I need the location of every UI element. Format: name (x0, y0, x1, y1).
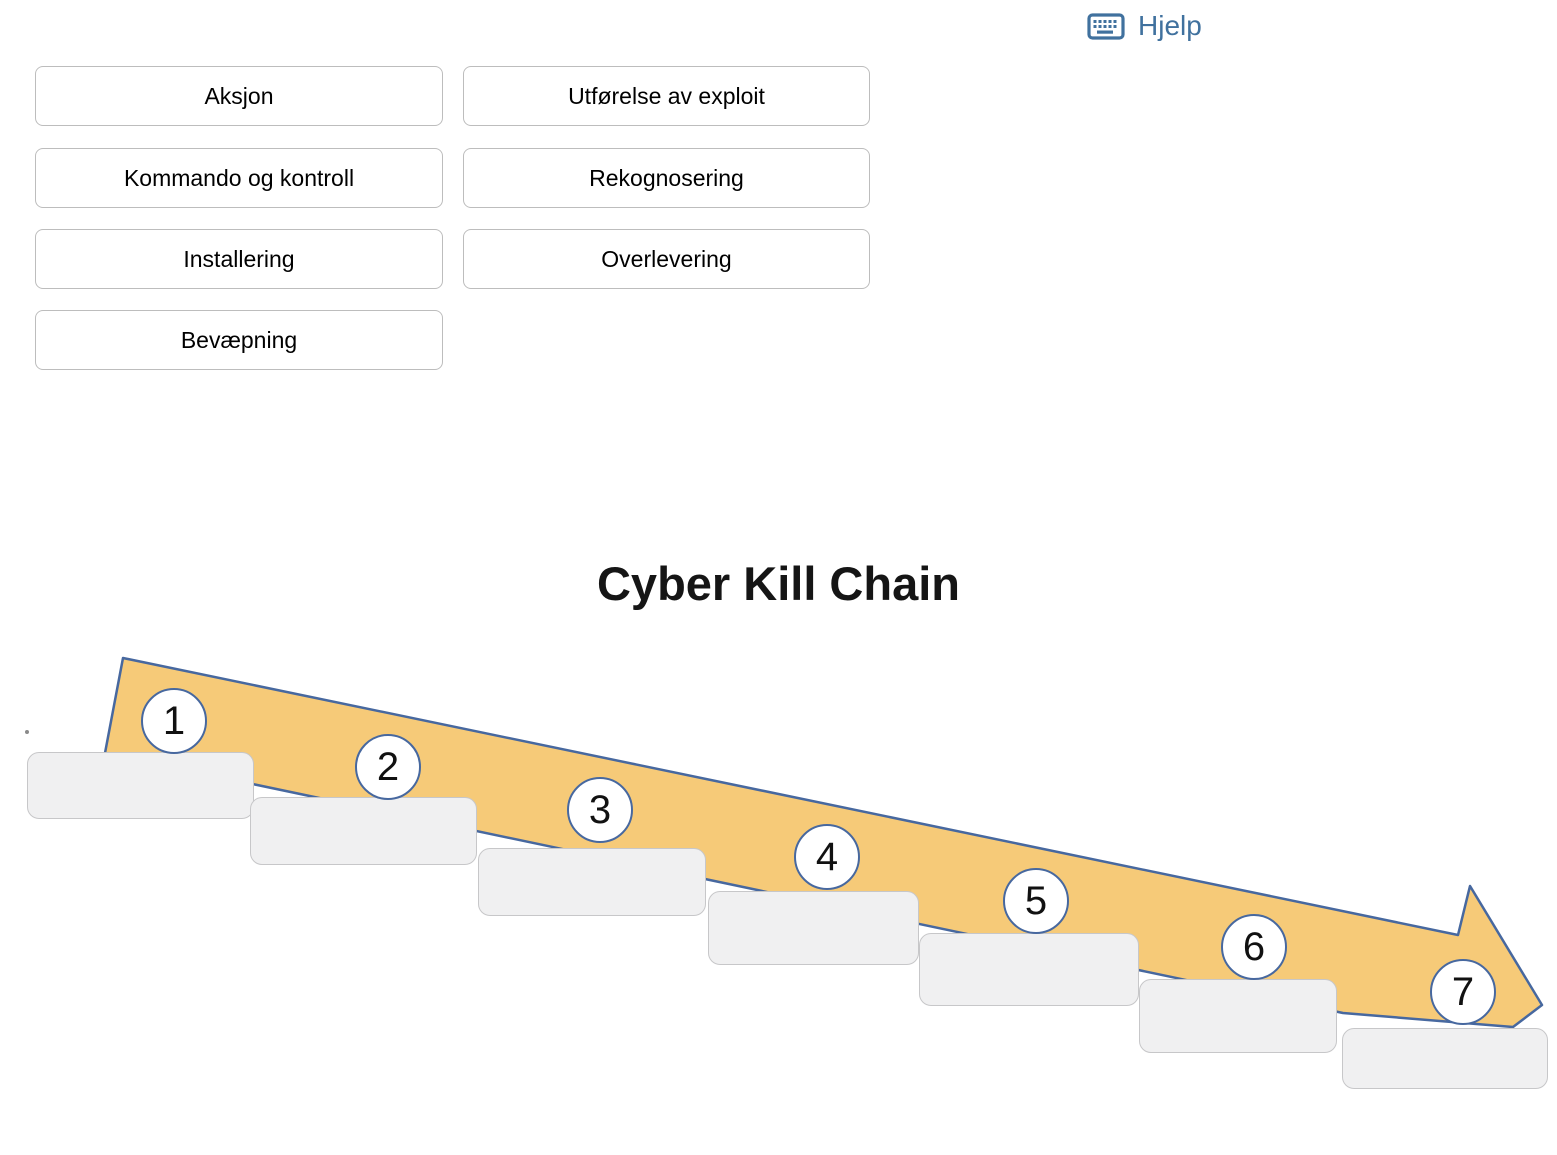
keyboard-icon (1087, 12, 1125, 40)
drop-zone-4[interactable] (708, 891, 919, 965)
word-bank-item-aksjon[interactable]: Aksjon (35, 66, 443, 126)
word-bank-item-rekognosering[interactable]: Rekognosering (463, 148, 870, 208)
drop-zone-1[interactable] (27, 752, 254, 819)
drop-zone-2[interactable] (250, 797, 477, 865)
drop-zone-7[interactable] (1342, 1028, 1548, 1089)
step-circle-7: 7 (1430, 959, 1496, 1025)
word-bank-item-installering[interactable]: Installering (35, 229, 443, 289)
drop-zone-5[interactable] (919, 933, 1139, 1006)
step-circle-5: 5 (1003, 868, 1069, 934)
stray-dot (25, 730, 29, 734)
word-bank-item-kommando-og-kontroll[interactable]: Kommando og kontroll (35, 148, 443, 208)
drop-zone-3[interactable] (478, 848, 706, 916)
step-circle-2: 2 (355, 734, 421, 800)
diagram-title: Cyber Kill Chain (596, 557, 960, 610)
step-circle-3: 3 (567, 777, 633, 843)
help-label: Hjelp (1138, 10, 1202, 41)
word-bank-item-utforelse-av-exploit[interactable]: Utførelse av exploit (463, 66, 870, 126)
step-circle-1: 1 (141, 688, 207, 754)
step-circle-4: 4 (794, 824, 860, 890)
drop-zone-6[interactable] (1139, 979, 1337, 1053)
word-bank-item-bevaepning[interactable]: Bevæpning (35, 310, 443, 370)
step-circle-6: 6 (1221, 914, 1287, 980)
word-bank-item-overlevering[interactable]: Overlevering (463, 229, 870, 289)
help-link[interactable]: Hjelp (1087, 10, 1202, 42)
